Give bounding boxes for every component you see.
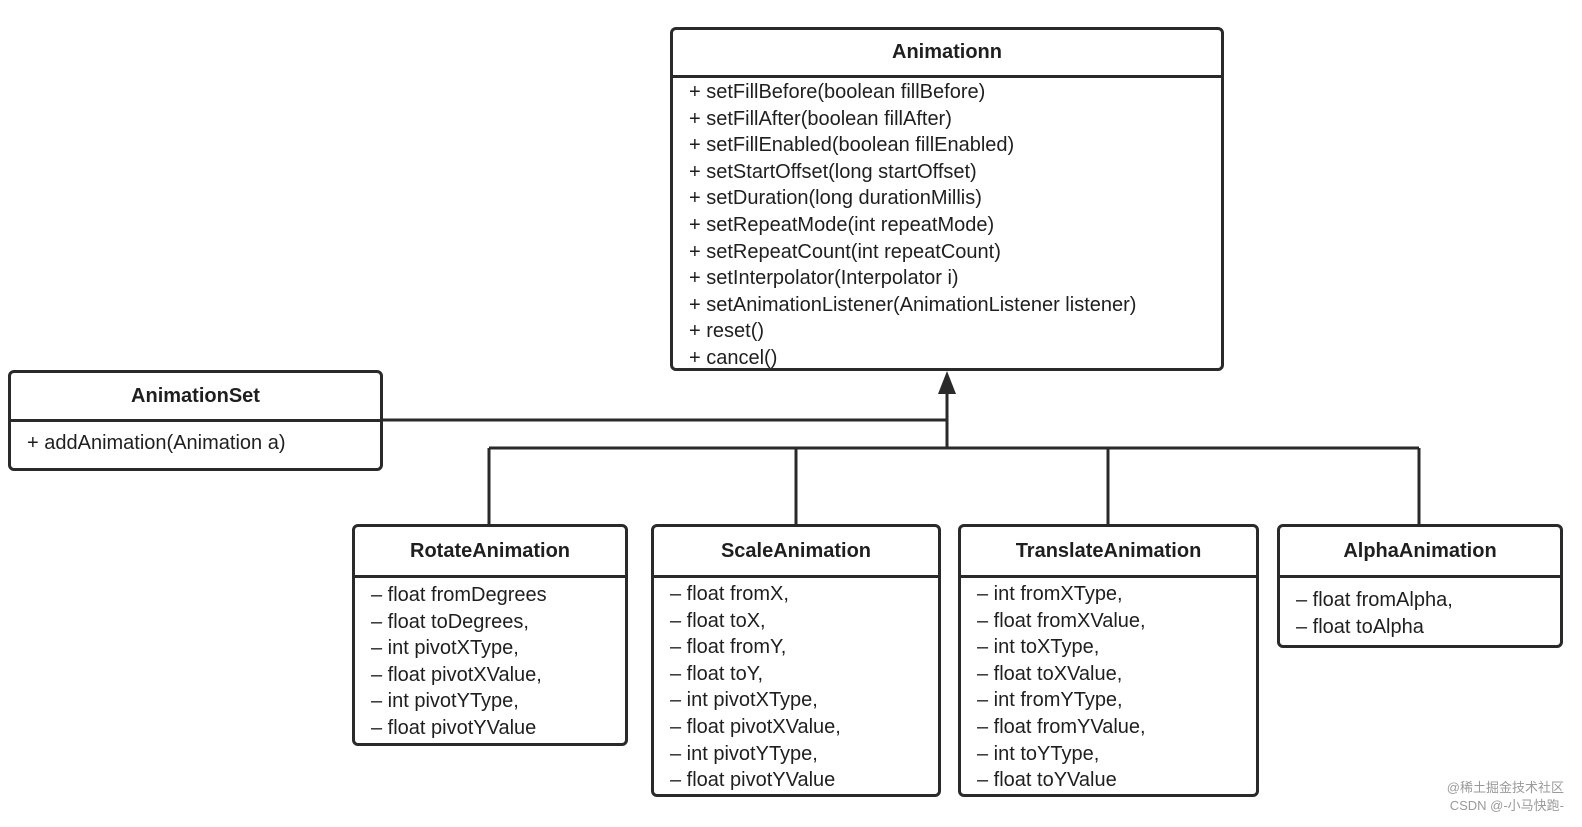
watermark: @稀土掘金技术社区 CSDN @-小马快跑- [1447, 779, 1564, 815]
class-title: TranslateAnimation [961, 527, 1256, 578]
field: – float toY, [670, 662, 764, 685]
method: + setAnimationListener(AnimationListener… [689, 293, 1137, 316]
field: – int toXType, [977, 636, 1100, 659]
class-alphaanimation: AlphaAnimation – float fromAlpha, – floa… [1277, 524, 1563, 648]
field: – float fromYValue, [977, 715, 1146, 738]
field: – float pivotXValue, [371, 663, 542, 686]
field: – float pivotYValue [670, 769, 836, 792]
field: – float fromDegrees [371, 584, 547, 606]
method: + setStartOffset(long startOffset) [689, 160, 977, 183]
field: – float pivotYValue [371, 716, 537, 739]
field: – float fromX, [670, 583, 789, 605]
field: – int fromYType, [977, 689, 1123, 712]
class-title: AlphaAnimation [1280, 527, 1560, 578]
method: + setFillBefore(boolean fillBefore) [689, 81, 986, 103]
class-translateanimation: TranslateAnimation – int fromXType, – fl… [958, 524, 1259, 797]
field: – int pivotXType, [670, 689, 818, 712]
method: + setRepeatMode(int repeatMode) [689, 213, 995, 236]
method-list: + addAnimation(Animation a) [11, 430, 380, 457]
method: + reset() [689, 320, 765, 343]
method: + setDuration(long durationMillis) [689, 187, 982, 210]
class-rotateanimation: RotateAnimation – float fromDegrees – fl… [352, 524, 628, 746]
field-list: – int fromXType, – float fromXValue, – i… [961, 581, 1256, 794]
field: – float toXValue, [977, 662, 1123, 685]
class-title: ScaleAnimation [654, 527, 938, 578]
field: – int fromXType, [977, 583, 1123, 605]
field-list: – float fromX, – float toX, – float from… [654, 581, 938, 794]
field: – int toYType, [977, 742, 1100, 765]
class-title: RotateAnimation [355, 527, 625, 578]
method: + addAnimation(Animation a) [27, 432, 286, 454]
class-title: AnimationSet [11, 373, 380, 422]
class-animation: Animationn + setFillBefore(boolean fillB… [670, 27, 1224, 371]
field-list: – float fromDegrees – float toDegrees, –… [355, 582, 625, 742]
class-title: Animationn [673, 30, 1221, 78]
field: – float toAlpha [1296, 615, 1424, 638]
field: – int pivotYType, [670, 742, 818, 765]
class-animationset: AnimationSet + addAnimation(Animation a) [8, 370, 383, 471]
method: + setFillEnabled(boolean fillEnabled) [689, 134, 1015, 157]
watermark-line: CSDN @-小马快跑- [1449, 798, 1564, 813]
method-list: + setFillBefore(boolean fillBefore) + se… [673, 79, 1221, 372]
class-scaleanimation: ScaleAnimation – float fromX, – float to… [651, 524, 941, 797]
method: + setFillAfter(boolean fillAfter) [689, 107, 952, 130]
field-list: – float fromAlpha, – float toAlpha [1280, 587, 1560, 640]
field: – int pivotYType, [371, 690, 519, 713]
field: – float toX, [670, 609, 766, 632]
field: – float pivotXValue, [670, 715, 841, 738]
field: – float fromXValue, [977, 609, 1146, 632]
watermark-line: @稀土掘金技术社区 [1446, 780, 1564, 795]
field: – float toDegrees, [371, 610, 529, 633]
method: + cancel() [689, 346, 778, 369]
field: – int pivotXType, [371, 637, 519, 660]
field: – float toYValue [977, 769, 1117, 792]
method: + setRepeatCount(int repeatCount) [689, 240, 1001, 263]
method: + setInterpolator(Interpolator i) [689, 267, 959, 290]
field: – float fromY, [670, 636, 787, 659]
field: – float fromAlpha, [1296, 589, 1453, 611]
inheritance-arrowhead [938, 371, 956, 394]
